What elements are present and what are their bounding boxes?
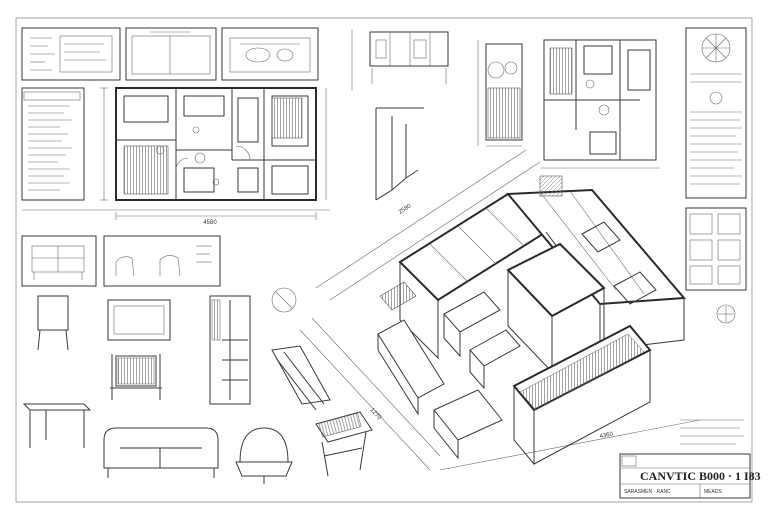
left-spec-list	[21, 87, 85, 201]
sheet-border	[15, 17, 753, 503]
isometric-room: 2580 1270 4360	[299, 149, 701, 471]
top-right-small-plan	[540, 39, 660, 169]
iso-dimension-label-b: 1270	[369, 407, 383, 421]
title-block-line-a: SARASMEN · RANC	[624, 489, 671, 495]
title-block: CANVTIC B000 · 1 I83 SARASMEN · RANC MEA…	[619, 419, 761, 499]
title-block-main-title: CANVTIC B000 · 1 I83	[640, 469, 761, 483]
top-center-elevations	[351, 30, 523, 201]
furniture-sketches	[21, 235, 297, 484]
iso-dimension-label-c: 4360	[599, 431, 614, 440]
right-info-panels	[685, 27, 747, 324]
main-floor-plan: 4580	[22, 87, 330, 226]
top-left-thumbnail-panels	[21, 27, 319, 81]
plan-dimension-label: 4580	[203, 220, 217, 226]
chair-sketch	[271, 345, 373, 477]
title-block-line-b: MEADS	[704, 489, 722, 495]
iso-dimension-label: 2580	[398, 203, 413, 216]
